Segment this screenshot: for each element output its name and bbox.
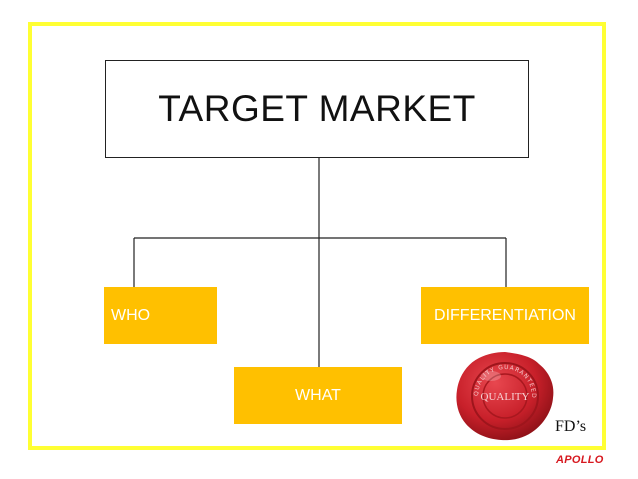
target-market-title: TARGET MARKET	[158, 88, 476, 129]
differentiation-label: DIFFERENTIATION	[434, 306, 576, 324]
fds-note: FD’s	[555, 418, 587, 435]
slide-frame	[28, 22, 606, 450]
who-label: WHO	[111, 306, 151, 324]
seal-center-word: QUALITY	[481, 391, 530, 403]
quality-seal-icon: QUALITY GUARANTEED QUALITY	[456, 352, 554, 441]
differentiation-box: DIFFERENTIATION	[421, 287, 589, 344]
what-box: WHAT	[234, 367, 402, 424]
who-box: WHO	[104, 287, 217, 344]
what-label: WHAT	[295, 386, 341, 404]
target-market-box: TARGET MARKET	[105, 60, 529, 158]
apollo-logo: APOLLO	[556, 454, 604, 466]
